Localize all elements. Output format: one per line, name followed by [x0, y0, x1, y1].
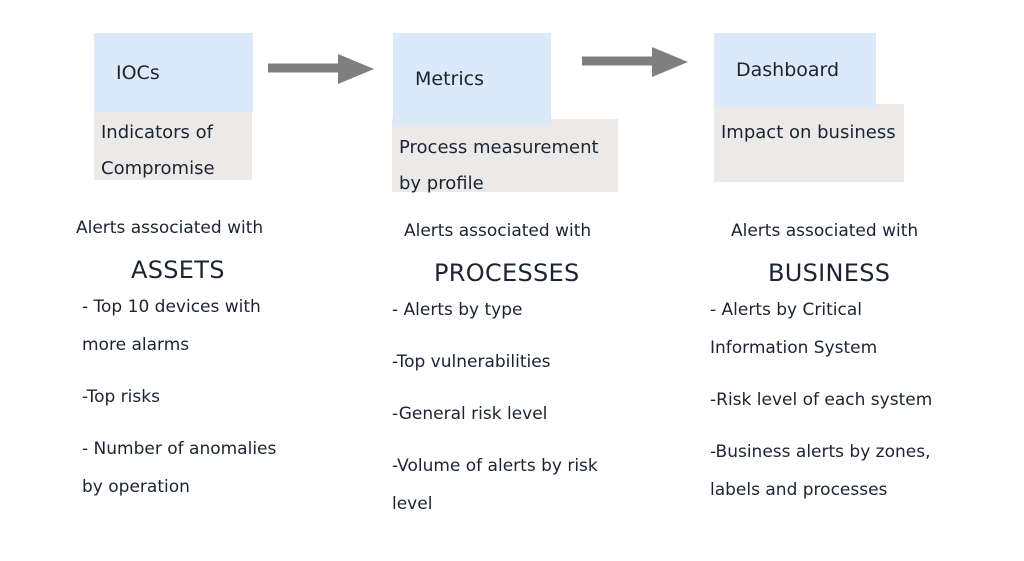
stage-3-focus-word: BUSINESS [768, 259, 891, 287]
list-spacer [82, 416, 352, 430]
list-spacer [710, 419, 980, 433]
list-spacer [82, 364, 352, 378]
list-item: -General risk level [392, 404, 548, 424]
stage-1-header-text: IOCs [116, 61, 160, 84]
arrow-metrics-to-dashboard [582, 45, 690, 79]
arrow-iocs-to-metrics [268, 52, 376, 86]
stage-3-body-text: Impact on business [721, 122, 896, 143]
stage-1-header-box: IOCs [94, 33, 253, 112]
list-spacer [392, 433, 642, 447]
stage-1-body-box: Indicators of Compromise [94, 104, 252, 180]
list-item: -Risk level of each system [710, 390, 933, 410]
stage-3-body-box: Impact on business [714, 104, 904, 182]
list-spacer [392, 381, 642, 395]
list-spacer [710, 367, 980, 381]
list-item: -Business alerts by zones, labels and pr… [710, 442, 931, 500]
stage-1-bullet-list: - Top 10 devices with more alarms -Top r… [82, 288, 352, 506]
list-item: - Alerts by type [392, 300, 523, 320]
stage-2-body-text: Process measurement by profile [399, 137, 599, 194]
list-item: -Top vulnerabilities [392, 352, 551, 372]
list-spacer [392, 329, 642, 343]
stage-2-bullet-list: - Alerts by type -Top vulnerabilities -G… [392, 291, 642, 523]
stage-2-header-text: Metrics [415, 68, 484, 90]
stage-3-assoc-label: Alerts associated with [731, 221, 919, 241]
stage-3-header-box: Dashboard [714, 33, 876, 107]
list-item: -Volume of alerts by risk level [392, 456, 598, 514]
list-item: -Top risks [82, 387, 160, 407]
stage-2-focus-word: PROCESSES [434, 259, 580, 287]
stage-1-body-text: Indicators of Compromise [101, 122, 215, 179]
stage-1-assoc-label: Alerts associated with [76, 218, 264, 238]
list-item: - Alerts by Critical Information System [710, 300, 878, 358]
list-item: - Number of anomalies by operation [82, 439, 277, 497]
stage-2-header-box: Metrics [393, 33, 551, 125]
stage-2-body-box: Process measurement by profile [392, 119, 618, 194]
stage-2-assoc-label: Alerts associated with [404, 221, 592, 241]
list-item: - Top 10 devices with more alarms [82, 297, 261, 355]
stage-1-focus-word: ASSETS [131, 256, 225, 284]
stage-3-header-text: Dashboard [736, 59, 840, 81]
stage-3-bullet-list: - Alerts by Critical Information System … [710, 291, 980, 509]
